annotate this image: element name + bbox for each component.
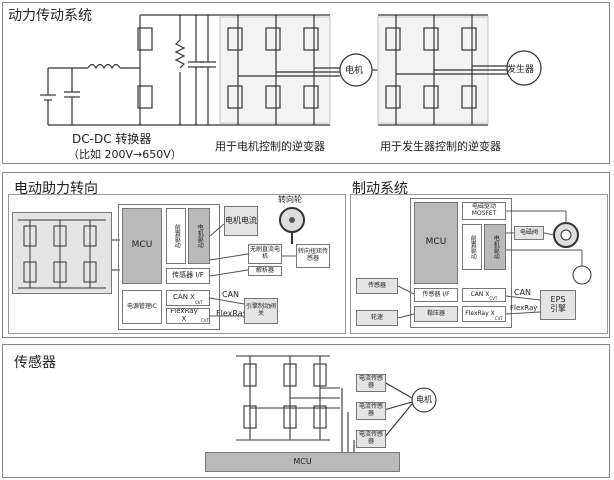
current-sensor-3-label: 电流传感器 xyxy=(358,431,383,445)
brake-motor-drive-label: 电机驱动 xyxy=(492,235,500,259)
brake-sensor-if: 传感器 I/F xyxy=(414,288,458,302)
eps-flexray-xcvr-label: FlexRay X xyxy=(170,308,198,323)
brake-can-cvt-label: CVT xyxy=(489,295,498,301)
eps-flexray-label: FlexRay xyxy=(216,309,248,318)
sensor-motor-label: 电机 xyxy=(416,395,432,404)
eps-sensor-if-label: 传感器 I/F xyxy=(172,271,204,280)
eps-sensor-if: 传感器 I/F xyxy=(166,268,210,284)
eps-motor-drive-label: 电机驱动 xyxy=(196,224,204,248)
brake-engine-label: 引擎 xyxy=(550,304,566,313)
brake-predrive-label: 前置驱动 xyxy=(469,235,477,259)
eps-resolver: 解析器 xyxy=(248,266,282,276)
eps-predrive-label: 前置驱动 xyxy=(173,224,181,248)
eps-power-ic: 电源管理IC xyxy=(122,290,162,324)
motor-label: 电机 xyxy=(345,66,364,76)
current-sensor-1-label: 电流传感器 xyxy=(358,375,383,389)
generator-inverter-label: 用于发生器控制的逆变器 xyxy=(380,140,501,153)
eps-can-xcvr-label: CAN X xyxy=(173,293,195,302)
powertrain-schematic xyxy=(40,14,542,126)
eps-brushless-motor-label: 无刷直流电机 xyxy=(249,246,280,260)
eps-torque-sensor: 转向扭矩传感器 xyxy=(296,244,330,268)
generator-label: 发生器 xyxy=(507,65,535,75)
brake-predrive: 前置驱动 xyxy=(462,224,482,270)
sensor-mcu: MCU xyxy=(205,452,400,472)
eps-flexray-cvt-label: CVT xyxy=(201,317,209,323)
brake-sensor: 传感器 xyxy=(356,278,398,294)
powertrain-title: 动力传动系统 xyxy=(8,8,92,24)
brake-mosfet-label: MOSFET xyxy=(471,210,497,217)
brake-flexray-label: FlexRay xyxy=(510,304,538,312)
brake-regulator: 稳压器 xyxy=(414,306,458,322)
brake-can-xcvr-label: CAN X xyxy=(470,290,490,298)
current-sensor-1: 电流传感器 xyxy=(356,374,386,392)
sensor-mcu-label: MCU xyxy=(293,456,312,466)
eps-brushless-motor: 无刷直流电机 xyxy=(248,244,282,264)
eps-engine-ctrl: 引擎制动阀关 xyxy=(244,298,278,324)
dcdc-sub-label: （比如 200V→650V） xyxy=(68,148,182,161)
brake-sensor-if-label: 传感器 I/F xyxy=(422,290,450,298)
brake-solenoid-label: 电磁阀 xyxy=(519,228,538,236)
eps-motor-current-label: 电机电流 xyxy=(225,215,257,225)
eps-predrive: 前置驱动 xyxy=(166,208,186,264)
brake-mcu: MCU xyxy=(414,202,458,284)
eps-torque-sensor-label: 转向扭矩传感器 xyxy=(297,248,328,262)
brake-title: 制动系统 xyxy=(352,181,408,197)
current-sensor-3: 电流传感器 xyxy=(356,430,386,448)
brake-flexray-cvt-label: CVT xyxy=(494,315,503,321)
eps-can-label: CAN xyxy=(222,290,240,299)
eps-motor-current: 电机电流 xyxy=(224,206,258,236)
brake-solenoid: 电磁阀 xyxy=(514,226,544,240)
brake-controller xyxy=(410,198,512,328)
brake-flexray-xcvr-label: FlexRay X xyxy=(465,309,495,317)
eps-engine-ctrl-label: 引擎制动阀关 xyxy=(245,303,276,317)
brake-can-label: CAN xyxy=(514,288,532,297)
brake-em-drive-label: 电磁驱动 xyxy=(471,203,496,211)
eps-can-cvt-label: CVT xyxy=(194,299,203,305)
eps-motor-drive: 电机驱动 xyxy=(188,208,210,264)
eps-power-ic-label: 电源管理IC xyxy=(127,302,157,310)
sensor-title: 传感器 xyxy=(14,355,56,371)
eps-mcu: MCU xyxy=(122,208,162,284)
eps-title: 电动助力转向 xyxy=(14,181,98,197)
brake-panel xyxy=(350,194,608,334)
brake-eps-label: EPS xyxy=(550,295,566,305)
dcdc-label: DC-DC 转换器 xyxy=(72,132,152,146)
eps-resolver-label: 解析器 xyxy=(255,266,274,274)
eps-mcu-label: MCU xyxy=(131,240,153,251)
eps-controller xyxy=(118,204,220,330)
eps-panel xyxy=(8,194,346,334)
steering-wheel-label: 转向轮 xyxy=(278,195,302,204)
brake-motor-drive: 电机驱动 xyxy=(484,224,506,270)
current-sensor-2: 电流传感器 xyxy=(356,402,386,420)
brake-sensor-label: 传感器 xyxy=(367,281,386,289)
brake-wheel-speed: 轮速 xyxy=(356,310,398,326)
motor-inverter-label: 用于电机控制的逆变器 xyxy=(215,140,325,153)
brake-mcu-label: MCU xyxy=(425,237,447,248)
brake-wheel-speed-label: 轮速 xyxy=(370,313,383,321)
brake-regulator-label: 稳压器 xyxy=(426,309,445,317)
current-sensor-2-label: 电流传感器 xyxy=(358,403,383,417)
